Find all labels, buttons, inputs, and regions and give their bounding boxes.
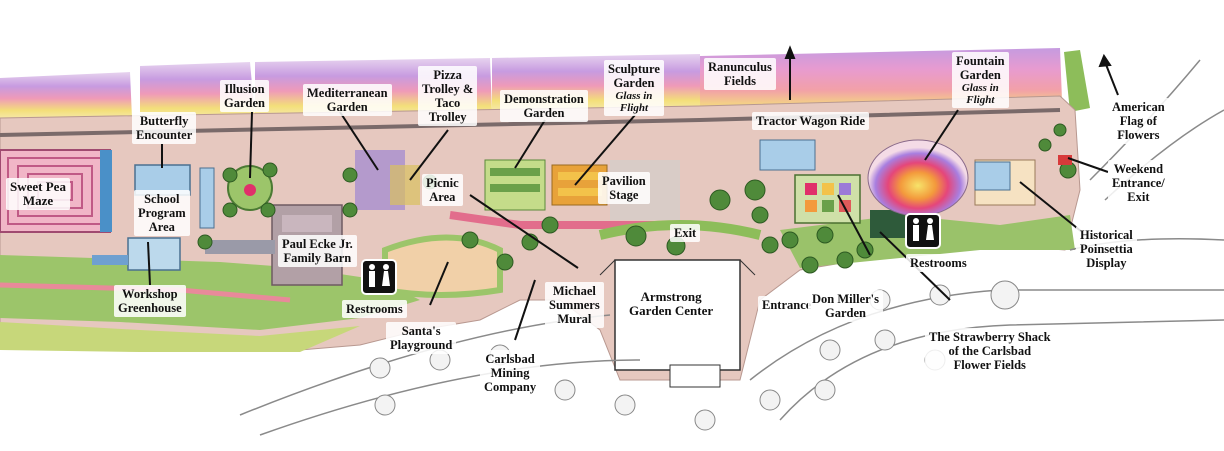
label-entrance: Entrance [758,296,816,314]
label-restrooms-right: Restrooms [906,254,971,272]
label-paul-ecke-family-barn: Paul Ecke Jr.Family Barn [278,235,357,267]
restroom-icon-right [905,213,941,249]
label-tractor-wagon-ride: Tractor Wagon Ride [752,112,870,130]
restroom-icon-left [361,259,397,295]
label-leaders [147,45,1119,341]
label-restrooms-left: Restrooms [342,300,407,318]
label-exit: Exit [670,224,701,242]
